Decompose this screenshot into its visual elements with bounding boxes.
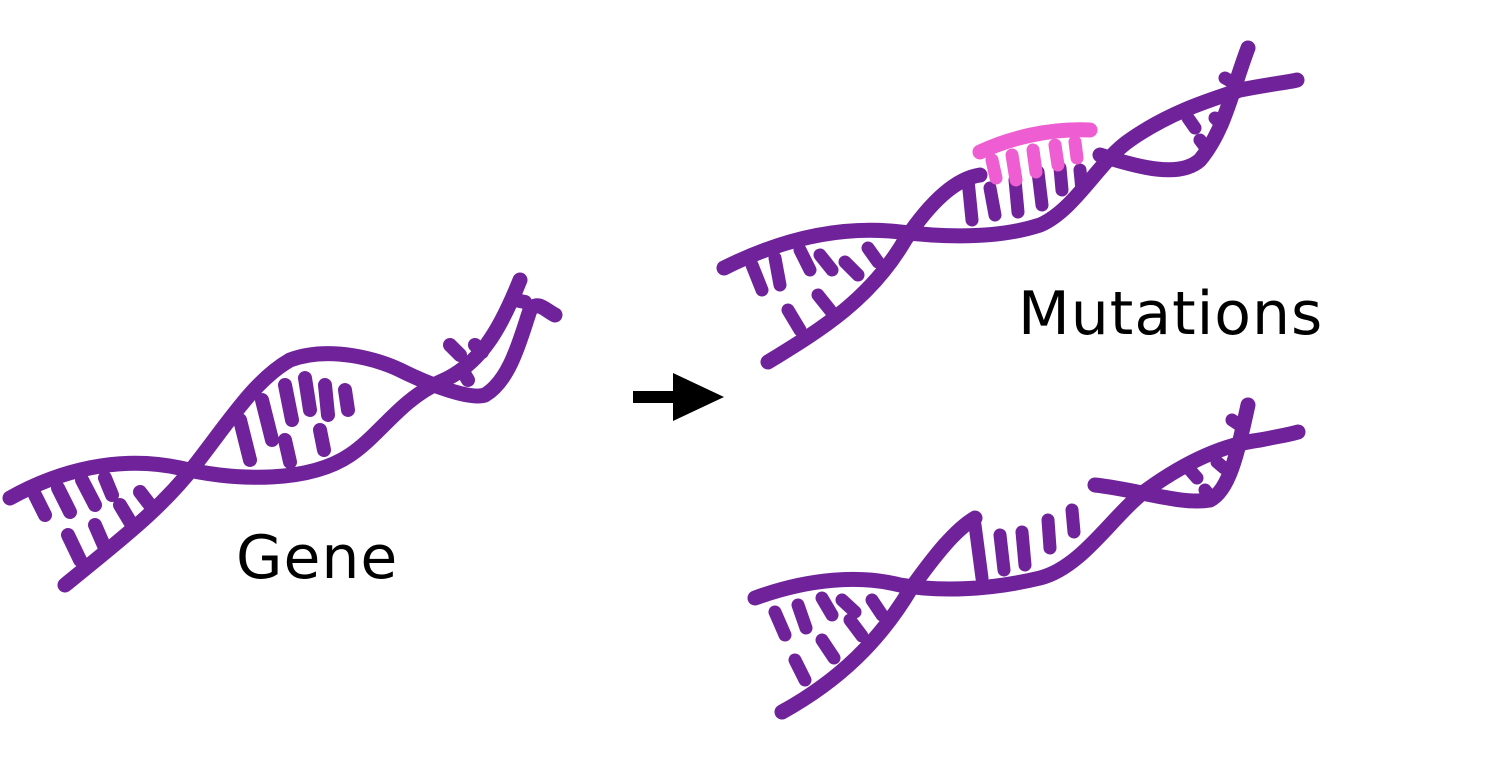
base-pair [1000, 535, 1004, 570]
base-pair [775, 258, 780, 285]
gene-base-pair [320, 430, 324, 450]
base-pair [1200, 140, 1206, 148]
mutated-base-pair [1033, 150, 1036, 172]
gene-base-pair [305, 378, 310, 410]
gene-base-pair [82, 480, 95, 505]
mutated-base-pair [1012, 155, 1016, 180]
base-pair [800, 250, 810, 270]
deleted-base-pairs [775, 420, 1238, 680]
gene-base-pair [35, 495, 45, 515]
gene-base-pair [325, 385, 328, 415]
base-pair [845, 262, 858, 275]
base-pair [1188, 118, 1195, 128]
base-pair [1215, 118, 1222, 125]
base-pair [820, 255, 832, 270]
arrow-head [673, 373, 724, 421]
gene-base-pair [105, 478, 112, 495]
base-pair [990, 188, 995, 215]
gene-base-pair [68, 535, 80, 560]
base-pair [975, 525, 982, 578]
base-pair [822, 598, 832, 615]
base-pair [1080, 170, 1082, 190]
base-pair [850, 620, 862, 636]
base-pair [795, 660, 805, 680]
mutated-base-pair [992, 160, 996, 178]
base-pair [775, 612, 785, 635]
gene-base-pair [285, 385, 292, 420]
base-pair [872, 600, 882, 615]
gene-base-pair [450, 345, 460, 355]
mutated-base-pair [1075, 142, 1077, 158]
deleted-dna-helix [755, 405, 1298, 712]
gene-base-pair [240, 420, 250, 460]
base-pair [1022, 532, 1025, 565]
gene-base-pair [95, 525, 105, 548]
gene-base-pair [285, 440, 290, 462]
base-pair [1205, 490, 1210, 496]
base-pair [818, 295, 830, 310]
base-pair [968, 180, 972, 220]
base-pair [1225, 78, 1232, 82]
base-pair [1072, 510, 1074, 532]
base-pair [1217, 462, 1224, 468]
base-pair [1060, 168, 1062, 190]
mutations-label: Mutations [1018, 284, 1323, 344]
gene-base-pairs [35, 300, 525, 560]
gene-base-pair [475, 345, 482, 352]
gene-base-pair [58, 488, 70, 512]
base-pair [752, 265, 762, 290]
base-pair [788, 310, 800, 330]
gene-base-pair [120, 505, 132, 525]
base-pair [822, 640, 834, 658]
gene-base-pair [462, 370, 468, 380]
mutation-highlight [980, 130, 1090, 180]
base-pair [1190, 470, 1197, 478]
gene-base-pair [515, 300, 525, 302]
base-pair [868, 248, 878, 262]
mutated-base-pair [1055, 145, 1058, 165]
gene-base-pair [140, 492, 150, 505]
gene-base-pair [262, 400, 272, 440]
base-pair [798, 605, 806, 628]
deleted-strand-b [782, 405, 1248, 712]
base-pair [1048, 520, 1050, 548]
right-arrow-icon [633, 373, 724, 421]
gene-label: Gene [236, 528, 398, 588]
gene-base-pair [345, 390, 348, 410]
base-pair [842, 600, 855, 612]
base-pair [1232, 420, 1238, 424]
